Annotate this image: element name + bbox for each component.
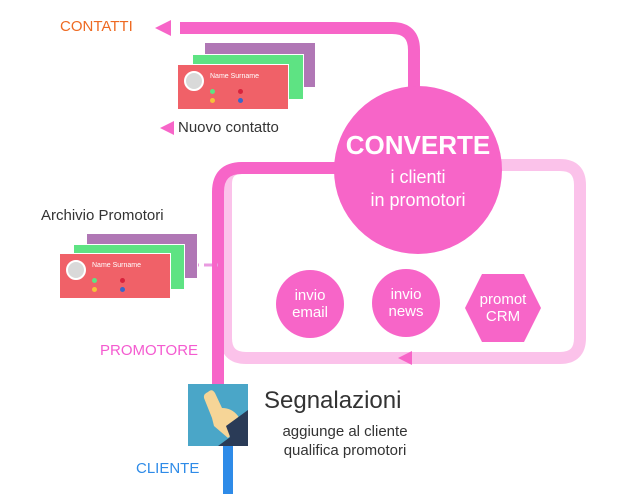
avatar [66,260,86,280]
converte-title: CONVERTE [345,130,491,160]
web-icon [238,98,243,103]
phone-icon [210,89,215,94]
invio-news-circle: invio news [372,269,440,337]
main-line [180,22,420,400]
hexagon-shape [465,274,541,342]
email-icon [92,287,97,292]
contact-card-front: Name Surname [177,64,289,110]
pointing-hand-icon [188,384,248,446]
invio-email-circle: invio email [276,270,344,338]
card-name: Name Surname [210,73,260,80]
promot-crm-line-2: CRM [485,308,521,325]
card-name: Name Surname [92,262,142,269]
segnalazioni-description: aggiunge al cliente qualifica promotori [270,422,420,460]
invio-email-line-2: email [292,304,328,321]
archive-card-front: Name Surname [59,253,171,299]
contatti-arrow-icon [155,20,171,36]
hand-graphic [203,390,248,446]
segnalazioni-line-2: qualifica promotori [283,442,407,459]
social-icon [120,278,125,283]
phone-icon [92,278,97,283]
email-icon [210,98,215,103]
promot-crm-text: promot CRM [464,272,542,344]
label-archivio-promotori: Archivio Promotori [41,207,164,224]
promot-crm-line-1: promot [479,291,527,308]
invio-news-line-2: news [388,303,424,320]
label-nuovo-contatto: Nuovo contatto [178,119,279,136]
web-icon [120,287,125,292]
converte-line-2: in promotori [370,190,466,210]
label-promotore: PROMOTORE [100,342,199,359]
segnalazioni-line-1: aggiunge al cliente [282,423,408,440]
converte-circle: CONVERTE i clienti in promotori [334,86,502,254]
social-icon [238,89,243,94]
loop-arrow-icon [398,351,412,365]
promot-crm-hexagon: promot CRM [464,272,542,344]
invio-email-line-1: invio [294,287,326,304]
invio-news-line-1: invio [390,286,422,303]
segnalazioni-title: Segnalazioni [264,387,402,414]
label-contatti: CONTATTI [60,18,133,35]
avatar [184,71,204,91]
nuovo-contatto-arrow-icon [160,121,174,135]
label-cliente: CLIENTE [136,460,200,477]
converte-subtitle: i clienti in promotori [334,166,502,212]
converte-line-1: i clienti [390,167,446,187]
